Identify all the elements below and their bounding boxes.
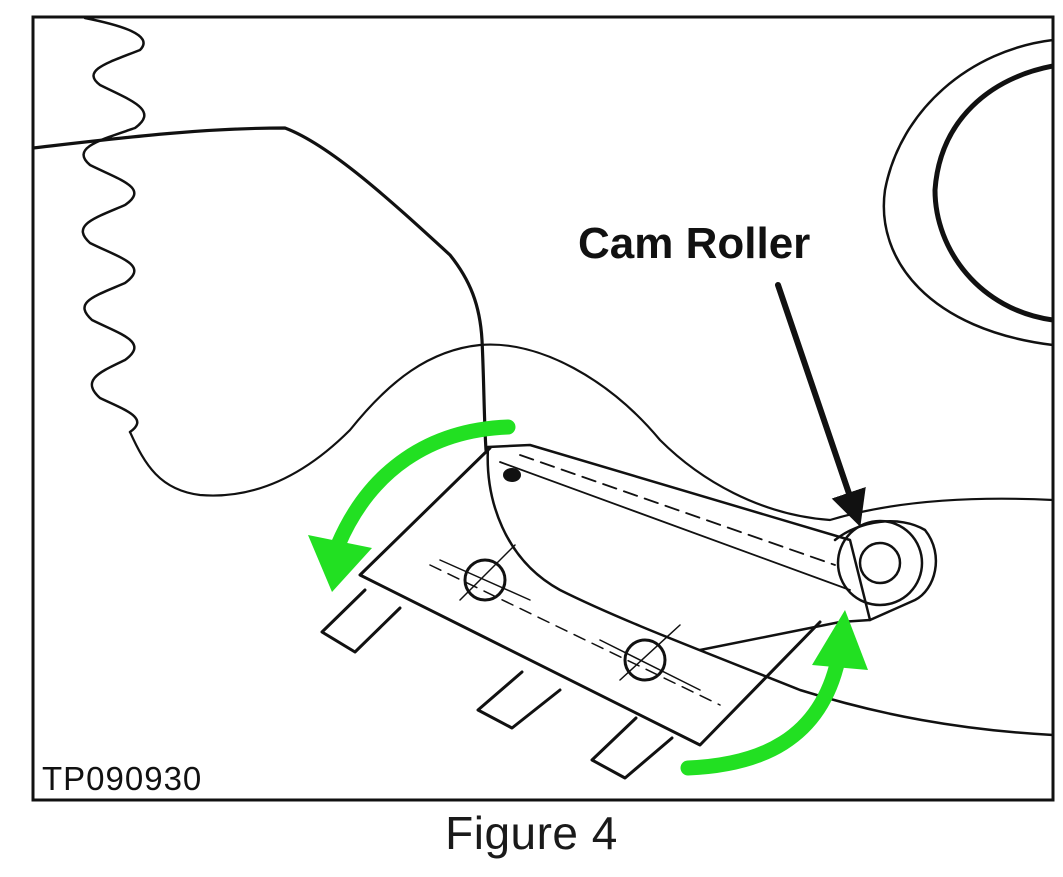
mounting-bracket [358, 446, 822, 747]
bolt-lower [599, 624, 701, 691]
tab-right [590, 716, 674, 780]
rotation-arrow-right-icon [680, 610, 868, 776]
serrated-edge [81, 17, 146, 434]
bolt-upper [439, 544, 531, 602]
tab-middle [476, 670, 562, 730]
figure-border [31, 15, 1055, 802]
rotation-arrow-left-icon [308, 419, 516, 592]
cam-guide-dashed [519, 454, 836, 566]
tab-left [320, 588, 402, 654]
lever-outline [33, 126, 488, 452]
cam-roller-label: Cam Roller [578, 219, 810, 268]
bolt-centerline [429, 564, 721, 706]
cam-guide-solid [499, 461, 851, 591]
ring-outer [882, 38, 1053, 347]
ring-inner [932, 63, 1053, 323]
callout-arrow-icon [775, 282, 866, 527]
bracket-curve [486, 445, 1053, 737]
pivot-dot [503, 468, 521, 482]
figure-caption: Figure 4 [445, 807, 618, 859]
drawing-code: TP090930 [42, 760, 202, 797]
